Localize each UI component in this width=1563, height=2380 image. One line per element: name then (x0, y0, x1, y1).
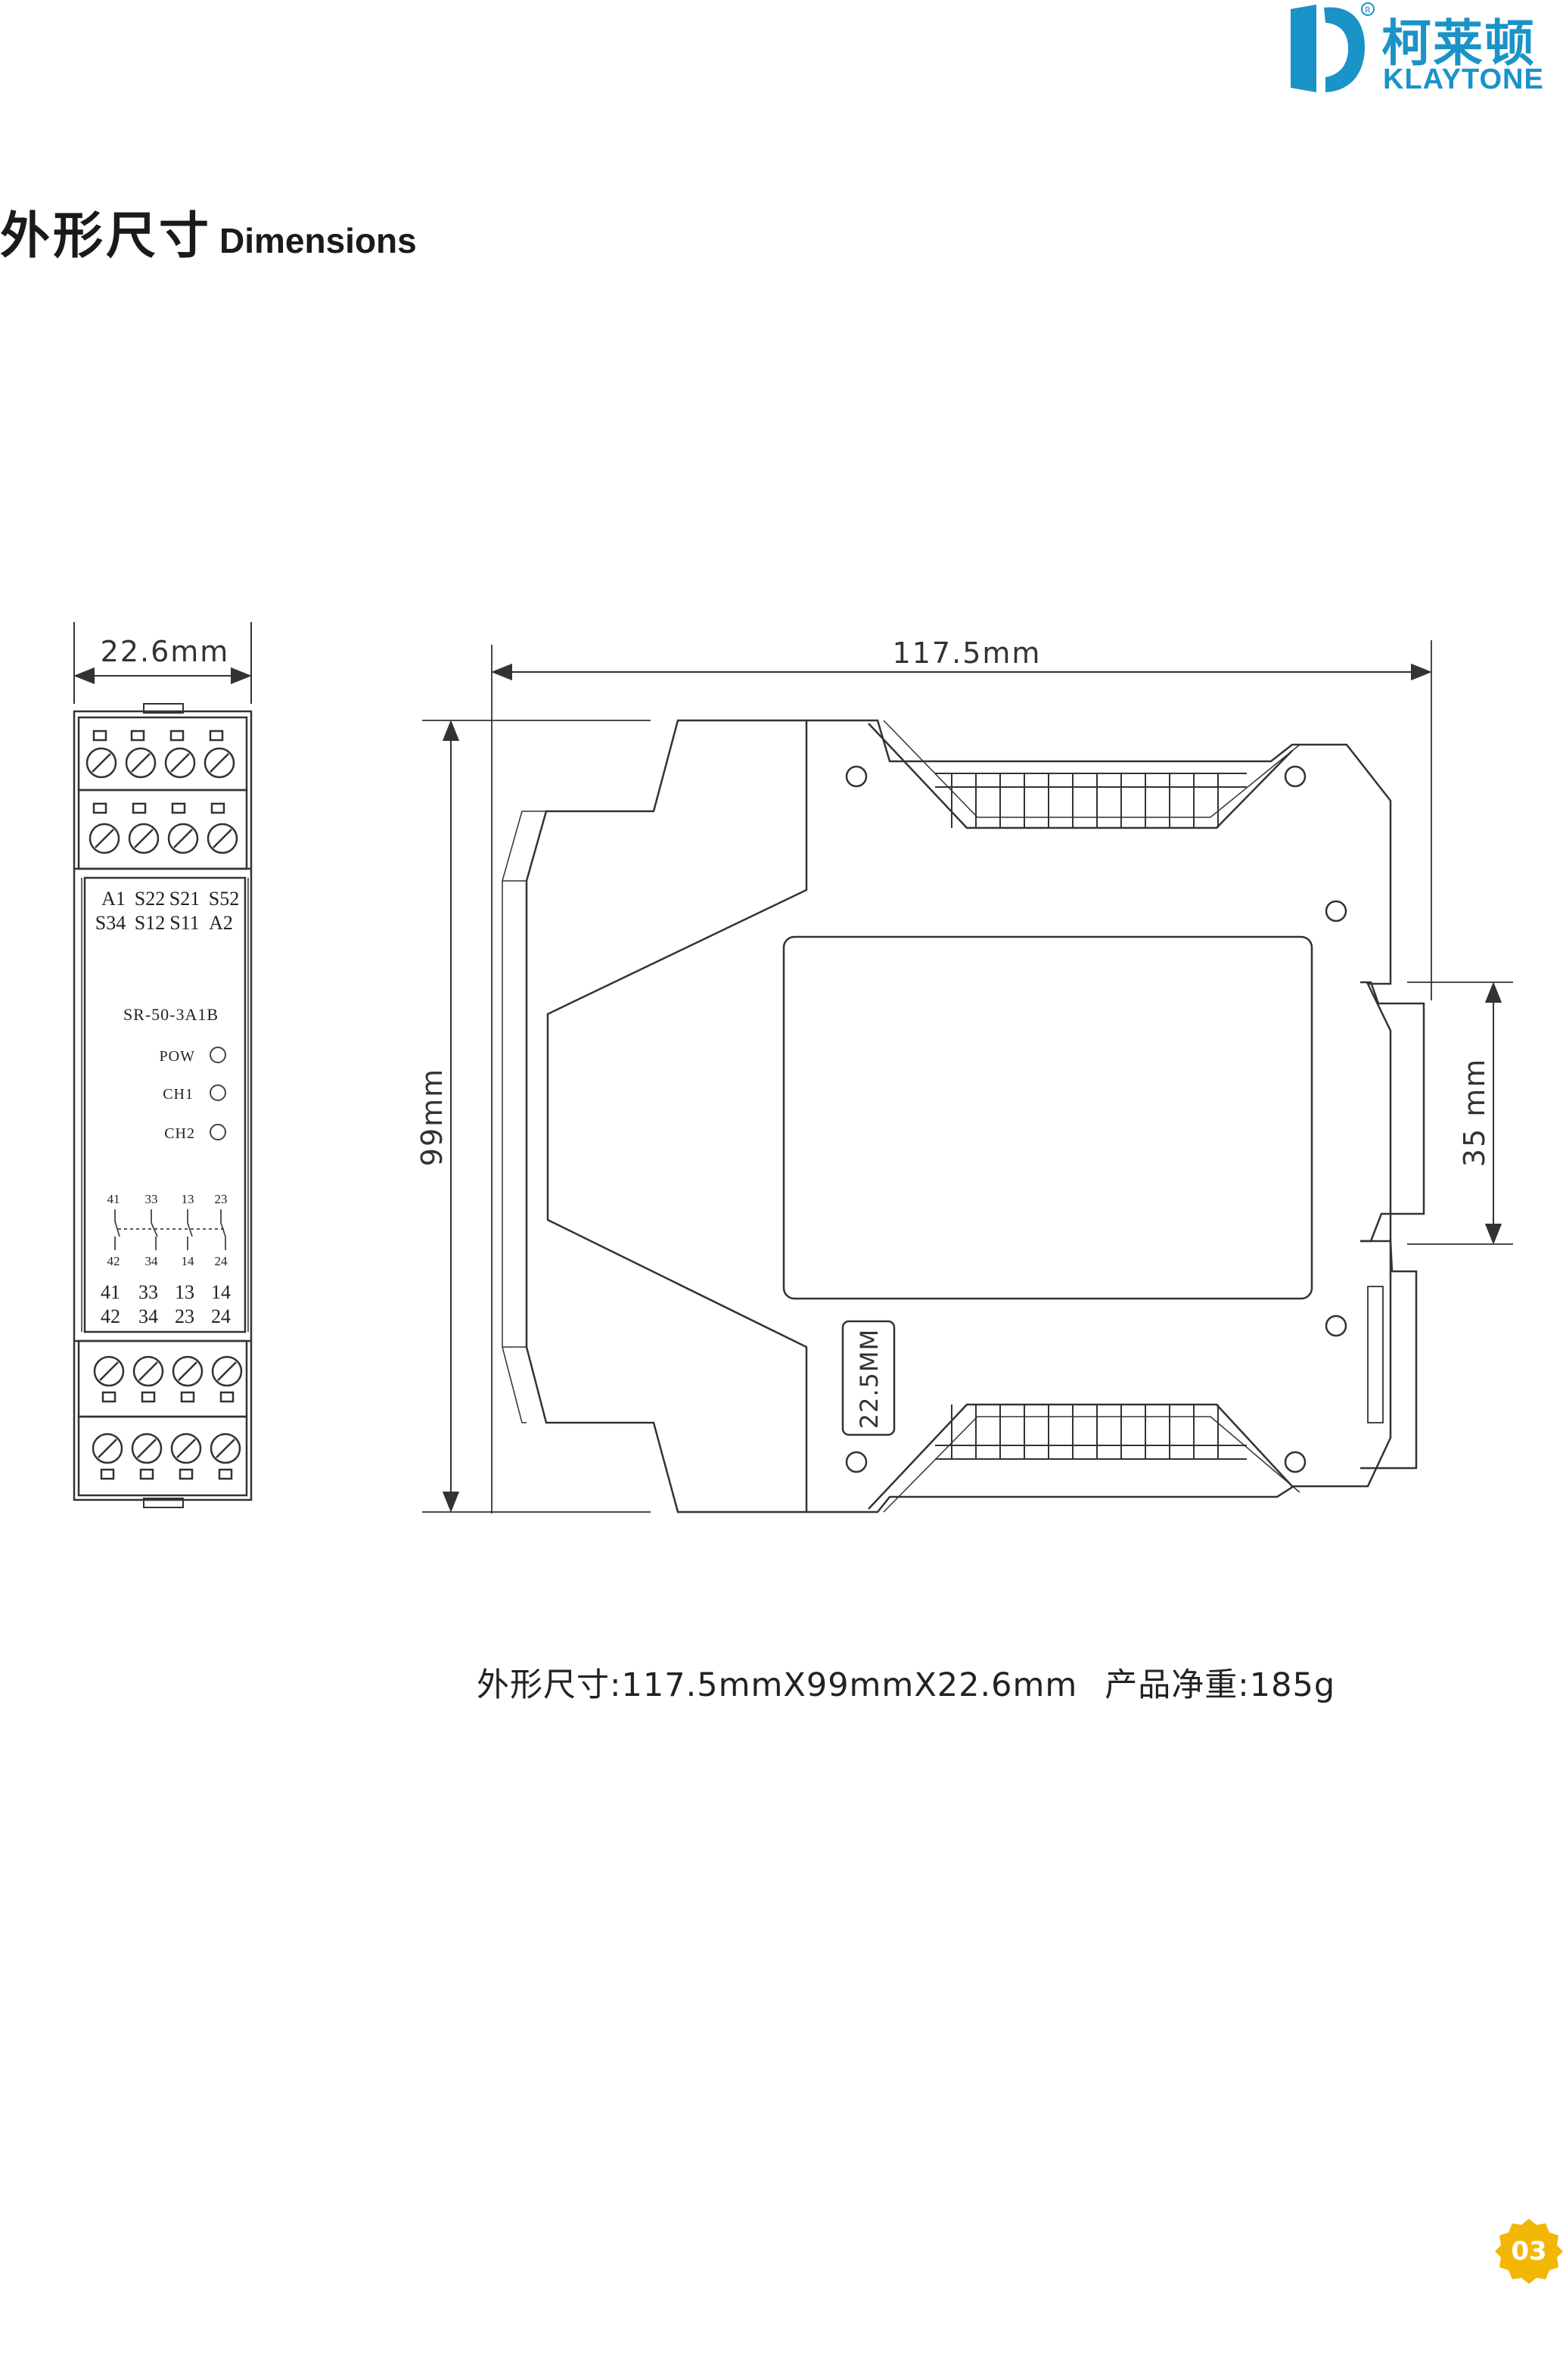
led-ch1-icon (210, 1084, 226, 1101)
led-indicators: POW CH1 CH2 (160, 1047, 226, 1142)
terminal-screws-bottom (92, 1355, 243, 1480)
terminal-label: 41 (101, 1281, 120, 1303)
terminal-label: S21 (169, 888, 200, 910)
contact-diagram: 41 33 13 23 42 34 14 24 (107, 1192, 228, 1268)
contact-label: 33 (145, 1192, 158, 1206)
terminal-label: S11 (169, 912, 200, 934)
page-badge-icon (1495, 2219, 1563, 2284)
terminal-labels-bottom: 41 33 13 14 42 34 23 24 (101, 1281, 231, 1327)
terminal-screws-top (85, 730, 238, 854)
mounting-holes (845, 765, 1347, 1473)
terminal-label: 34 (138, 1305, 158, 1327)
contact-label: 41 (107, 1192, 120, 1206)
terminal-label: 23 (175, 1305, 194, 1327)
contact-label: 34 (145, 1254, 159, 1268)
terminal-label: 42 (101, 1305, 120, 1327)
led-label-ch2: CH2 (164, 1125, 195, 1142)
page-number: 03 (1511, 2236, 1547, 2266)
terminal-label: S22 (135, 888, 165, 910)
terminal-label: S52 (209, 888, 239, 910)
weight-value: 185g (1249, 1666, 1336, 1704)
terminal-labels-top: A1 S22 S21 S52 S34 S12 S11 A2 (95, 888, 239, 934)
contact-label: 23 (215, 1192, 228, 1206)
front-width-label: 22.6mm (101, 635, 230, 668)
module-width-label: 22.5MM (855, 1329, 884, 1429)
contact-label: 13 (182, 1192, 194, 1206)
svg-text:R: R (1365, 5, 1371, 15)
rail-width-label: 35 mm (1458, 1058, 1491, 1167)
dimensions-label: 外形尺寸 (477, 1666, 610, 1704)
weight-label: 产品净重 (1105, 1666, 1238, 1704)
dimension-drawing: 22.6mm A1 S22 S21 S52 S34 S12 S11 A2 SR-… (73, 622, 1513, 1514)
side-view (422, 640, 1513, 1514)
brand-name-cn: 柯莱顿 (1381, 14, 1536, 73)
model-number: SR-50-3A1B (123, 1005, 219, 1024)
terminal-label: S34 (95, 912, 126, 934)
brand-name-en: KLAYTONE (1383, 64, 1544, 95)
contact-label: 24 (215, 1254, 228, 1268)
dimensions-colon: : (610, 1666, 622, 1704)
contact-label: 42 (107, 1254, 120, 1268)
contact-label: 14 (182, 1254, 195, 1268)
brand-logo: R 柯莱顿 KLAYTONE (1286, 2, 1563, 100)
weight-colon: : (1238, 1666, 1250, 1704)
front-view (73, 622, 253, 1508)
terminal-label: S12 (135, 912, 165, 934)
side-length-label: 117.5mm (893, 636, 1042, 670)
terminal-label: 33 (138, 1281, 158, 1303)
led-label-ch1: CH1 (163, 1086, 194, 1103)
page-number-badge: 03 (1495, 2217, 1563, 2285)
terminal-label: A2 (209, 912, 233, 934)
led-label-pow: POW (160, 1048, 195, 1065)
side-view-teeth (935, 773, 1247, 1460)
terminal-label: A1 (101, 888, 126, 910)
dimensions-value: 117.5mmX99mmX22.6mm (621, 1666, 1078, 1704)
title-cn: 外形尺寸 (0, 207, 212, 265)
terminal-label: 24 (211, 1305, 231, 1327)
terminal-label: 13 (175, 1281, 194, 1303)
led-pow-icon (210, 1047, 226, 1063)
led-ch2-icon (210, 1124, 226, 1140)
klaytone-logo-icon: R (1291, 2, 1375, 92)
terminal-label: 14 (211, 1281, 231, 1303)
title-en: Dimensions (219, 221, 417, 260)
side-height-label: 99mm (415, 1068, 449, 1166)
